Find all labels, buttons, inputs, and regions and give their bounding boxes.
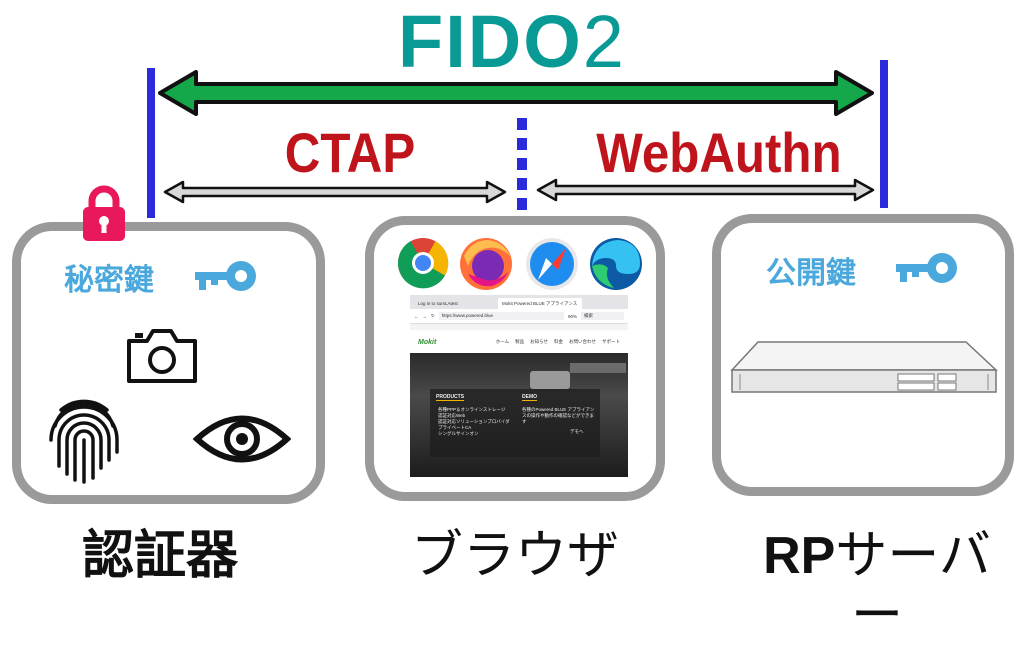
demo-text: 各種のPowered BLUE アプライアンスの操作や動作の確認などができます bbox=[522, 407, 595, 424]
authenticator-caption: 認証器 bbox=[81, 526, 238, 586]
authenticator-panel bbox=[12, 222, 325, 504]
key-icon bbox=[195, 261, 256, 291]
fingerprint-icon bbox=[49, 399, 119, 484]
firefox-icon bbox=[460, 238, 512, 290]
browser-tab-label: Mokit Powered BLUE アプライアンス bbox=[502, 301, 578, 306]
title-num: 2 bbox=[582, 0, 626, 83]
browser-caption: ブラウザ bbox=[410, 526, 619, 586]
chrome-icon bbox=[397, 238, 449, 289]
private-key-label: 秘密鍵 bbox=[64, 263, 154, 298]
browser-tab[interactable]: Log in to sumLAtest bbox=[414, 298, 496, 309]
products-item[interactable]: 認証対応ソリューションプロバイダ bbox=[438, 419, 510, 424]
ctap-double-arrow bbox=[163, 180, 507, 204]
public-key-label: 公開鍵 bbox=[766, 256, 856, 291]
browser-tab-bar: Log in to sumLAtest Mokit Powered BLUE ア… bbox=[410, 295, 628, 309]
title-fido: FIDO bbox=[398, 0, 583, 83]
browser-screenshot: Log in to sumLAtest Mokit Powered BLUE ア… bbox=[410, 295, 628, 477]
demo-link[interactable]: デモへ bbox=[570, 429, 584, 434]
url-field[interactable]: https://www.powered.blue bbox=[438, 312, 564, 320]
nav-forward-icon[interactable]: → bbox=[422, 313, 428, 319]
site-hero: PRODUCTS 各種PPP＆オンラインストレージ 認証対応Web 認証対応ソリ… bbox=[410, 353, 628, 477]
eye-icon bbox=[193, 415, 291, 463]
products-item[interactable]: 各種PPP＆オンラインストレージ bbox=[438, 407, 506, 412]
demo-heading: DEMO bbox=[522, 394, 537, 401]
hero-panel-shape bbox=[570, 363, 626, 373]
site-nav-item[interactable]: お知らせ bbox=[530, 339, 548, 344]
reload-icon[interactable]: ↻ bbox=[431, 313, 435, 318]
key-icon bbox=[896, 253, 957, 283]
browser-tab-active[interactable]: Mokit Powered BLUE アプライアンス bbox=[498, 298, 582, 309]
webauthn-label: WebAuthn bbox=[596, 121, 842, 184]
products-item[interactable]: プライベートCA bbox=[438, 425, 472, 430]
webauthn-double-arrow bbox=[536, 178, 875, 202]
site-nav-item[interactable]: お問い合わせ bbox=[569, 339, 596, 344]
products-item[interactable]: 認証対応Web bbox=[438, 413, 466, 418]
lock-icon bbox=[83, 185, 125, 241]
server-caption: RPサーバー bbox=[742, 526, 1012, 646]
browser-tab-label: Log in to sumLAtest bbox=[418, 301, 458, 306]
search-placeholder: 検索 bbox=[584, 313, 593, 318]
server-rack-icon bbox=[730, 341, 998, 393]
url-text: https://www.powered.blue bbox=[441, 313, 494, 318]
server-caption-rest: サーバー bbox=[835, 526, 991, 646]
safari-icon bbox=[526, 238, 578, 290]
products-heading: PRODUCTS bbox=[436, 394, 465, 401]
site-nav-item[interactable]: サポート bbox=[602, 339, 620, 344]
site-nav-item[interactable]: 製品 bbox=[515, 339, 525, 344]
site-nav-item[interactable]: ホーム bbox=[495, 339, 510, 344]
products-item[interactable]: シングルサインオン bbox=[438, 431, 479, 436]
center-dashed-divider bbox=[517, 118, 527, 210]
search-field[interactable]: 検索 bbox=[581, 312, 624, 320]
server-caption-rp: RP bbox=[763, 527, 836, 585]
fido2-title: FIDO2 bbox=[0, 0, 1024, 84]
site-nav-item[interactable]: 料金 bbox=[554, 339, 563, 344]
products-box: PRODUCTS 各種PPP＆オンラインストレージ 認証対応Web 認証対応ソリ… bbox=[430, 389, 600, 457]
right-boundary-bar bbox=[880, 60, 888, 208]
products-list: 各種PPP＆オンラインストレージ 認証対応Web 認証対応ソリューションプロバイ… bbox=[438, 407, 510, 437]
camera-icon bbox=[127, 329, 197, 383]
left-boundary-bar bbox=[147, 68, 155, 218]
hero-station-shape bbox=[530, 371, 570, 389]
zoom-level: 90% bbox=[567, 313, 577, 319]
site-header: Mokit ホーム 製品 お知らせ 料金 お問い合わせ サポート bbox=[410, 330, 628, 354]
edge-icon bbox=[590, 238, 642, 290]
fido2-double-arrow bbox=[158, 70, 874, 116]
browser-url-bar: ← → ↻ https://www.powered.blue 90% 検索 bbox=[410, 309, 628, 324]
protocol-arrows bbox=[147, 60, 888, 218]
site-nav: ホーム 製品 お知らせ 料金 お問い合わせ サポート bbox=[496, 339, 620, 345]
nav-back-icon[interactable]: ← bbox=[414, 313, 419, 319]
site-logo[interactable]: Mokit bbox=[418, 338, 437, 346]
ctap-label: CTAP bbox=[284, 121, 416, 184]
